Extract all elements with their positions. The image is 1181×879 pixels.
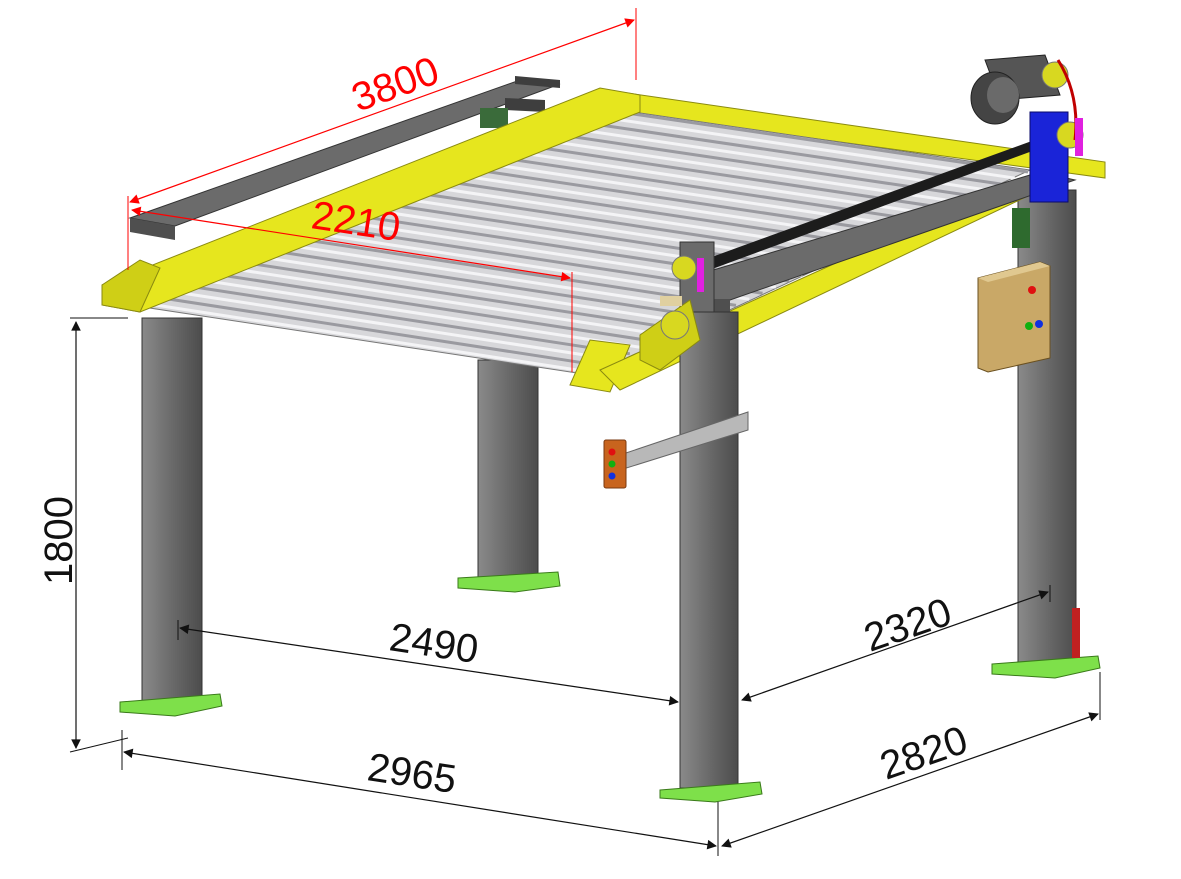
dimension-inner-side: 2320 [741,585,1051,702]
deck-slat [194,277,644,350]
control-box [977,261,1051,373]
height-label: 1800 [37,496,81,585]
deck-slat [575,127,989,192]
deck-slat [619,110,1029,174]
deck-slat [590,122,1002,186]
outer-side-width-label: 2820 [875,718,973,789]
pendant-green-button-icon[interactable] [608,460,616,468]
inner-side-width-label: 2320 [859,590,957,661]
post-front-right [659,311,763,803]
deck-slat [179,283,631,356]
front-sprocket-assembly [639,241,715,371]
control-pendant [603,439,627,489]
dimension-outer-side: 2820 [721,672,1101,848]
dimension-outer-front: 2965 [121,730,719,856]
dimension-height: 1800 [37,317,129,753]
deck-slat [165,289,617,362]
length-top-label: 3800 [346,49,445,121]
pendant-red-button-icon[interactable] [608,448,616,456]
post-front-left [119,317,223,717]
deck-slat [135,300,591,374]
post-back-right [991,189,1101,679]
control-blue-button-icon[interactable] [1035,320,1043,328]
motor-assembly [970,54,1084,248]
deck-slat [150,294,604,368]
post-back-left [457,359,561,593]
drive-shaft [698,138,1046,272]
control-red-button-icon[interactable] [1028,286,1036,294]
deck-slat [605,116,1015,180]
deck-slat [209,271,657,344]
inner-front-width-label: 2490 [387,615,482,672]
dimension-inner-front: 2490 [177,615,679,706]
control-green-button-icon[interactable] [1025,322,1033,330]
pendant-blue-button-icon[interactable] [608,472,616,480]
outer-front-width-label: 2965 [365,745,460,802]
